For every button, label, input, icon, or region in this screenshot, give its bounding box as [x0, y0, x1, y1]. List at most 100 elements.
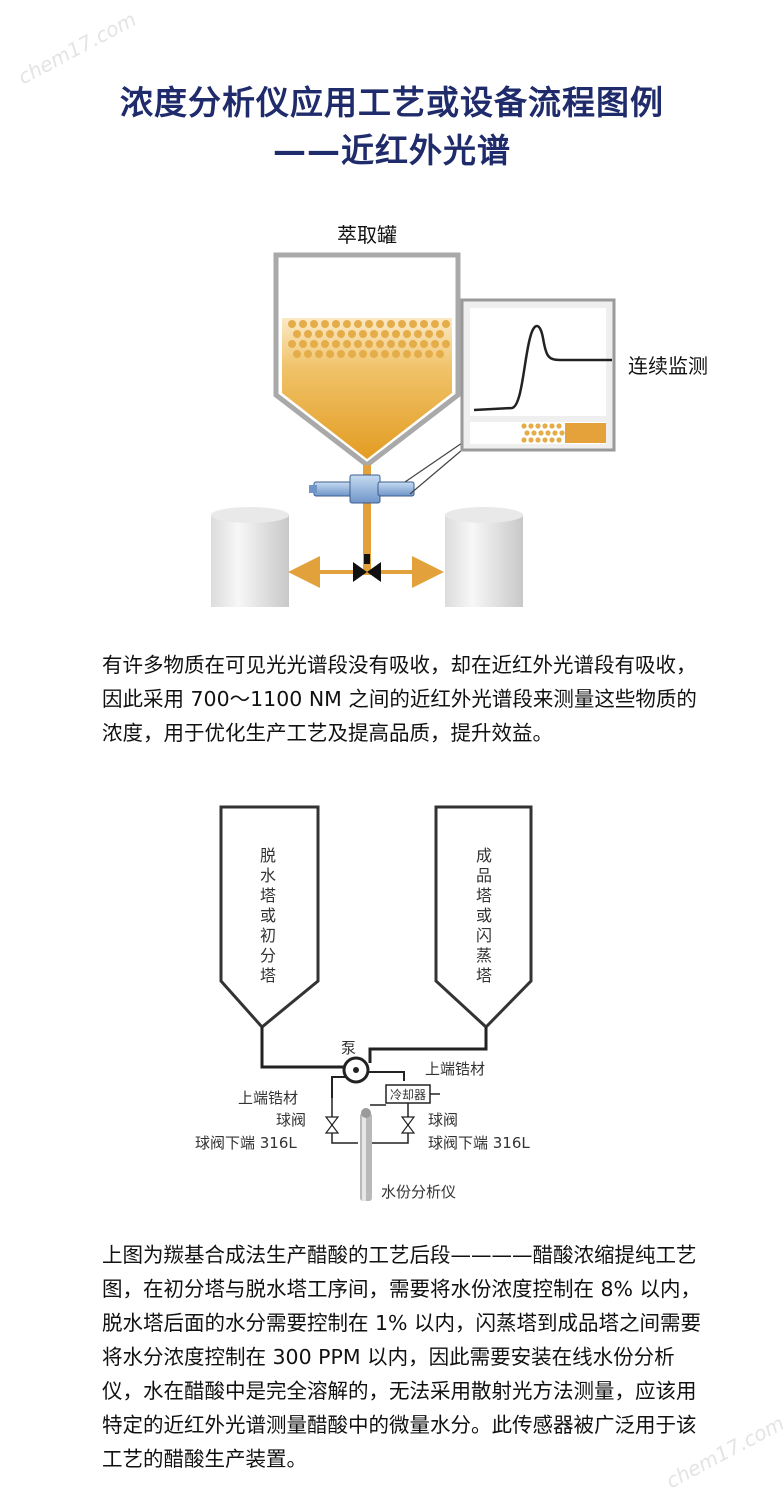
particle — [431, 320, 439, 328]
particle — [365, 320, 373, 328]
particle — [365, 340, 373, 348]
paragraph-nir: 有许多物质在可见光光谱段没有吸收，却在近红外光谱段有吸收，因此采用 700～11… — [102, 653, 697, 745]
particle — [409, 320, 417, 328]
particle — [332, 340, 340, 348]
right-valve-label: 球阀 — [428, 1111, 458, 1129]
particle — [528, 423, 534, 429]
particle — [545, 430, 551, 436]
left-top-material-label: 上端锆材 — [238, 1089, 298, 1107]
particle — [315, 350, 323, 358]
cooler-label: 冷却器 — [390, 1088, 426, 1102]
pump-icon — [342, 1056, 370, 1084]
right-top-material-label: 上端锆材 — [425, 1060, 485, 1078]
particle — [398, 340, 406, 348]
particle — [556, 423, 562, 429]
particle — [293, 330, 301, 338]
particle — [332, 320, 340, 328]
particle — [315, 330, 323, 338]
storage-tank-left — [211, 507, 289, 607]
extraction-diagram: 萃取罐 连续监测 — [211, 223, 708, 607]
particle — [531, 430, 537, 436]
analyzer-probe — [360, 1108, 372, 1201]
particle — [538, 430, 544, 436]
tank-label: 萃取罐 — [337, 223, 397, 247]
right-tower-label-char: 或 — [476, 906, 492, 925]
particle — [321, 340, 329, 348]
valve-icon — [353, 554, 381, 582]
right-tower-label-char: 品 — [476, 866, 492, 885]
left-tower-label-char: 初 — [260, 926, 276, 945]
particle — [310, 320, 318, 328]
dehydration-tower — [219, 805, 320, 1030]
particle — [370, 350, 378, 358]
particle — [556, 437, 562, 443]
right-tower-label-char: 塔 — [476, 966, 492, 985]
spectrum-curve — [473, 324, 612, 412]
particle — [376, 340, 384, 348]
page-title: 浓度分析仪应用工艺或设备流程图例 — [120, 83, 664, 122]
particle — [414, 350, 422, 358]
particle — [381, 330, 389, 338]
particle — [552, 430, 558, 436]
monitor-label: 连续监测 — [628, 354, 708, 378]
particle — [524, 430, 530, 436]
particle — [409, 340, 417, 348]
particle — [387, 320, 395, 328]
particle — [359, 330, 367, 338]
particle — [431, 340, 439, 348]
particle — [321, 320, 329, 328]
extraction-tank — [273, 252, 461, 469]
right-bottom-label: 球阀下端 316L — [428, 1134, 530, 1152]
particle — [370, 330, 378, 338]
page-subtitle: ——近红外光谱 — [273, 131, 511, 170]
pump-label: 泵 — [341, 1039, 356, 1057]
particle — [521, 423, 527, 429]
left-valve-label: 球阀 — [276, 1111, 306, 1129]
particle — [337, 330, 345, 338]
particle — [403, 350, 411, 358]
particle — [326, 330, 334, 338]
left-tower-label-char: 塔 — [260, 966, 276, 985]
left-tower-label-char: 水 — [260, 866, 276, 885]
particle — [535, 423, 541, 429]
particle — [359, 350, 367, 358]
particle — [392, 330, 400, 338]
particle — [442, 320, 450, 328]
particle — [343, 320, 351, 328]
particle — [542, 423, 548, 429]
particle — [420, 340, 428, 348]
paragraph-process: 上图为羰基合成法生产醋酸的工艺后段————醋酸浓缩提纯工艺图，在初分塔与脱水塔工… — [102, 1243, 702, 1471]
product-tower — [434, 805, 533, 1030]
particle — [354, 340, 362, 348]
left-tower-label-char: 分 — [260, 946, 276, 965]
particle — [348, 330, 356, 338]
particle — [293, 350, 301, 358]
particle — [381, 350, 389, 358]
particle — [288, 320, 296, 328]
particle — [425, 330, 433, 338]
particle — [310, 340, 318, 348]
monitor-panel — [460, 298, 616, 452]
left-tower-label-char: 脱 — [260, 846, 276, 865]
particle — [542, 437, 548, 443]
analyzer-label: 水份分析仪 — [381, 1183, 456, 1201]
left-ball-valve-icon — [324, 1116, 340, 1134]
particle — [299, 320, 307, 328]
particle — [559, 430, 565, 436]
left-bottom-label: 球阀下端 316L — [195, 1134, 297, 1152]
left-tower-label-char: 或 — [260, 906, 276, 925]
particle — [436, 330, 444, 338]
particle — [425, 350, 433, 358]
particle — [354, 320, 362, 328]
particle — [436, 350, 444, 358]
right-tower-label-char: 塔 — [476, 886, 492, 905]
right-tower-label-char: 成 — [476, 846, 492, 865]
particle — [521, 437, 527, 443]
particle — [304, 330, 312, 338]
nir-sensor — [309, 474, 415, 504]
particle — [549, 423, 555, 429]
particle — [288, 340, 296, 348]
particle — [528, 437, 534, 443]
particle — [549, 437, 555, 443]
